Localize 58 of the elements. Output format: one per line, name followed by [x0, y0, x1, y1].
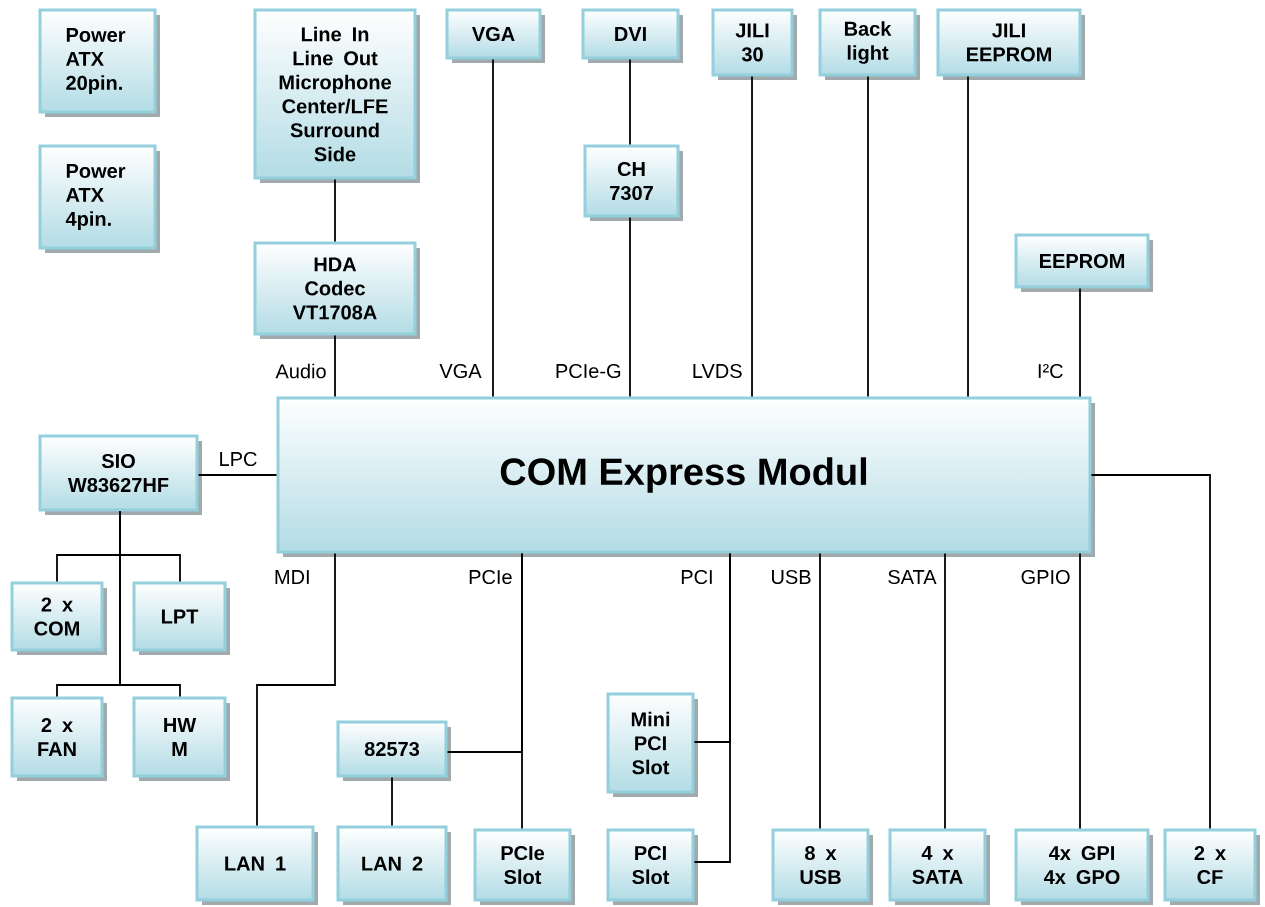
- component-box: PCIe Slot: [473, 828, 575, 905]
- component-box: 82573: [336, 720, 451, 781]
- component-box: LAN 1: [195, 825, 318, 905]
- connector-line: [629, 216, 631, 398]
- connector-line: [256, 552, 336, 827]
- connector-line: [751, 75, 753, 398]
- connector-line: [629, 58, 631, 146]
- edge-label: GPIO: [1021, 569, 1070, 585]
- edge-label: PCI: [681, 569, 712, 585]
- connector-line: [1079, 552, 1081, 830]
- edge-label: VGA: [439, 363, 482, 379]
- connector-line: [391, 776, 393, 827]
- component-box: EEPROM: [1014, 233, 1153, 292]
- connector-line: [119, 510, 181, 698]
- component-box: VGA: [445, 8, 545, 63]
- component-box: LPT: [132, 581, 230, 655]
- component-box: 2 x COM: [10, 581, 107, 655]
- connector-line: [197, 474, 278, 476]
- component-box: LAN 2: [336, 825, 451, 905]
- connector-line: [944, 552, 946, 830]
- connector-line: [334, 334, 336, 398]
- connector-line: [967, 75, 969, 398]
- component-box: 8 x USB: [771, 828, 873, 905]
- connector-line: [1079, 287, 1081, 398]
- edge-label: MDI: [275, 570, 309, 584]
- component-box: JILI EEPROM: [936, 8, 1085, 80]
- component-box: SIO W83627HF: [38, 434, 202, 515]
- edge-label: PCIe-G: [556, 363, 621, 379]
- connector-line: [693, 552, 731, 863]
- edge-label: LPC: [220, 451, 257, 467]
- component-box: 4 x SATA: [888, 828, 990, 905]
- component-box: Power ATX 4pin.: [38, 144, 160, 253]
- component-box: JILI 30: [711, 8, 797, 80]
- component-box: 4x GPI 4x GPO: [1014, 828, 1153, 905]
- component-box: HW M: [132, 696, 230, 781]
- component-box: Mini PCI Slot: [606, 692, 698, 797]
- connector-line: [446, 552, 523, 753]
- component-box: DVI: [581, 8, 683, 63]
- component-box: Line In Line Out Microphone Center/LFE Surround Side: [253, 8, 420, 183]
- connector-line: [334, 178, 336, 243]
- edge-label: I²C: [1038, 363, 1063, 379]
- connector-line: [819, 552, 821, 830]
- connector-line: [492, 58, 494, 398]
- component-box: Power ATX 20pin.: [38, 8, 160, 117]
- component-box: 2 x FAN: [10, 696, 107, 781]
- component-box: PCI Slot: [606, 828, 698, 905]
- component-box: CH 7307: [583, 144, 683, 221]
- component-box: Back light: [818, 8, 920, 80]
- edge-label: USB: [772, 569, 811, 585]
- connector-line: [1090, 474, 1211, 830]
- edge-label: Audio: [275, 363, 326, 379]
- module-box: COM Express Modul: [276, 396, 1095, 557]
- component-box: HDA Codec VT1708A: [253, 241, 420, 339]
- edge-label: SATA: [888, 569, 937, 585]
- edge-label: LVDS: [693, 363, 742, 379]
- edge-label: PCIe: [469, 569, 512, 585]
- connector-line: [867, 75, 869, 398]
- component-box: 2 x CF: [1163, 828, 1260, 905]
